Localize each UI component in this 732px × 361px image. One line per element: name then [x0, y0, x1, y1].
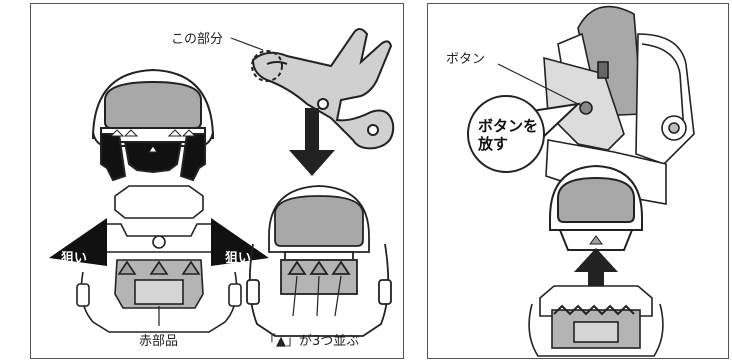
button-label: ボタン [446, 52, 486, 67]
triangle-leaders [292, 275, 342, 317]
left-illustration [49, 28, 395, 337]
triangles-note-label: 「▲」が3つ並ぶ [263, 334, 360, 349]
aim-right-label: 狙い [225, 251, 252, 266]
right-panel: ボタン ボタンを 放す [427, 3, 729, 359]
lever-part-top-right [251, 28, 395, 150]
release-line1: ボタンを [478, 117, 539, 135]
red-part-label: 赤部品 [139, 334, 179, 349]
dashed-highlight-circle [251, 50, 283, 82]
left-panel: この部分 狙い 狙い 赤部品 「▲」が3つ並ぶ [30, 3, 404, 359]
aim-left-label: 狙い [61, 251, 88, 266]
aim-arrow-left [49, 218, 107, 266]
housing-bottom-left [76, 185, 242, 333]
base-holder [528, 285, 664, 357]
down-arrow [289, 108, 335, 176]
cap-lifted [549, 164, 643, 251]
right-illustration [467, 5, 695, 357]
button-callout-line [497, 63, 583, 107]
callout-line [230, 37, 264, 51]
assembled-unit-bottom-right [246, 185, 392, 337]
release-line2: 放す [478, 135, 509, 153]
cap-front-top-left [92, 68, 214, 182]
release-button-bubble [467, 95, 582, 173]
aim-arrow-right [211, 218, 269, 266]
callout-part-label: この部分 [171, 32, 224, 47]
